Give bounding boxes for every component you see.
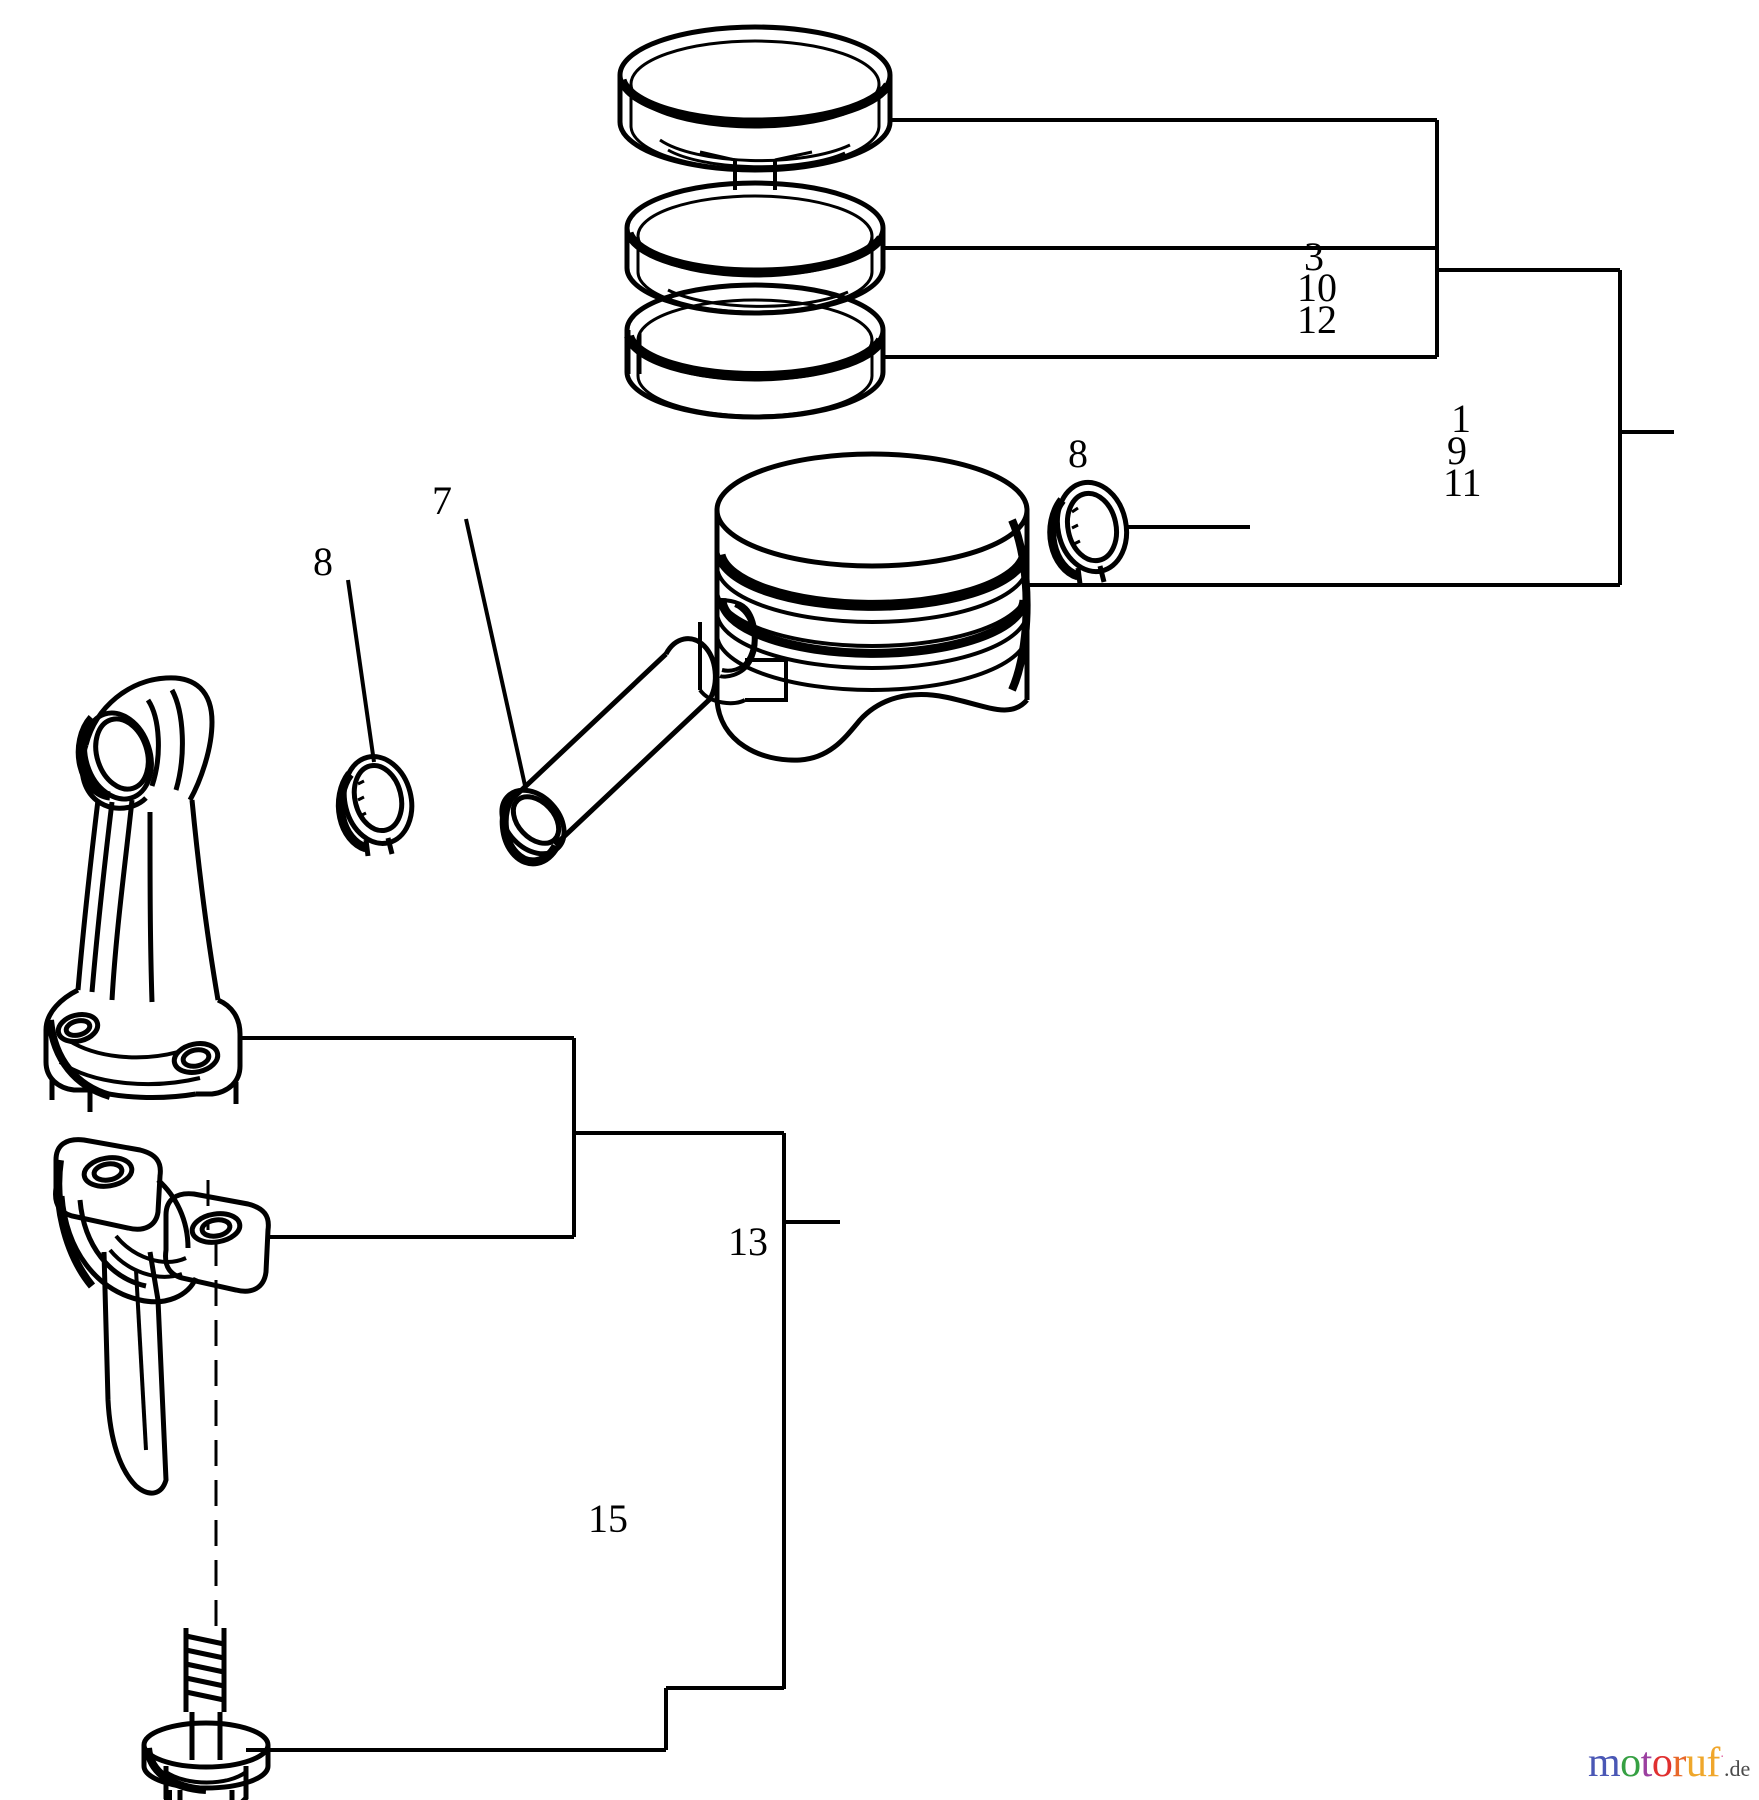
ring-top-shadow [617,78,892,127]
ring-second-shadow [624,231,885,277]
piston-groove-shadow-1 [714,553,1030,611]
circlip-upper-shadow [1047,497,1080,581]
watermark-letter-r: r [1672,1740,1686,1786]
rod-small-end-shadow [75,715,111,801]
callout-15: 15 [588,1496,628,1541]
callout-7: 7 [432,478,452,523]
piston-pin [499,636,718,857]
ring-group-bracket [884,118,1500,359]
piston-group-bracket [1027,268,1674,587]
rod-cap-shadow [54,1159,96,1289]
piston-side-shadow [1008,518,1031,692]
watermark-letter-t: t [1640,1740,1653,1786]
leader-7 [464,518,528,791]
watermark-dot-icon: · [1719,1750,1725,1765]
callout-3: 3 [1304,234,1324,279]
callout-12: 12 [1297,297,1337,342]
callout-1: 1 [1451,396,1471,441]
piston-pin-bore-shadow [499,795,560,867]
callout-10: 10 [1297,265,1337,310]
watermark-letter-o2: o [1651,1740,1673,1786]
piston-pin-circlip-upper [1054,479,1130,585]
bolt-flange-shadow [144,1747,207,1794]
watermark-letter-u: u [1685,1740,1707,1786]
rod-big-end-shadow [46,1019,112,1100]
callout-11: 11 [1443,460,1482,505]
callout-13: 13 [728,1219,768,1264]
ring-oil-shadow [624,334,886,382]
piston-ring-second [624,180,886,316]
rod-group-bracket [240,1036,840,1752]
piston-groove-shadow-2 [717,597,1029,658]
watermark-letter-m: m [1588,1740,1621,1786]
motoruf-watermark: motoruf·.de [1588,1742,1750,1784]
leader-8-lower [346,579,376,763]
connecting-rod-cap [53,1137,271,1496]
piston-pin-circlip-lower [341,754,415,857]
callout-8-upper: 8 [1068,431,1088,476]
callout-8-lower: 8 [313,539,333,584]
connecting-rod [43,675,243,1112]
watermark-letter-o1: o [1620,1740,1641,1786]
callout-9: 9 [1447,428,1467,473]
watermark-suffix: .de [1724,1756,1751,1781]
circlip-lower-shadow [335,771,368,853]
watermark-letter-f: f [1706,1740,1720,1786]
